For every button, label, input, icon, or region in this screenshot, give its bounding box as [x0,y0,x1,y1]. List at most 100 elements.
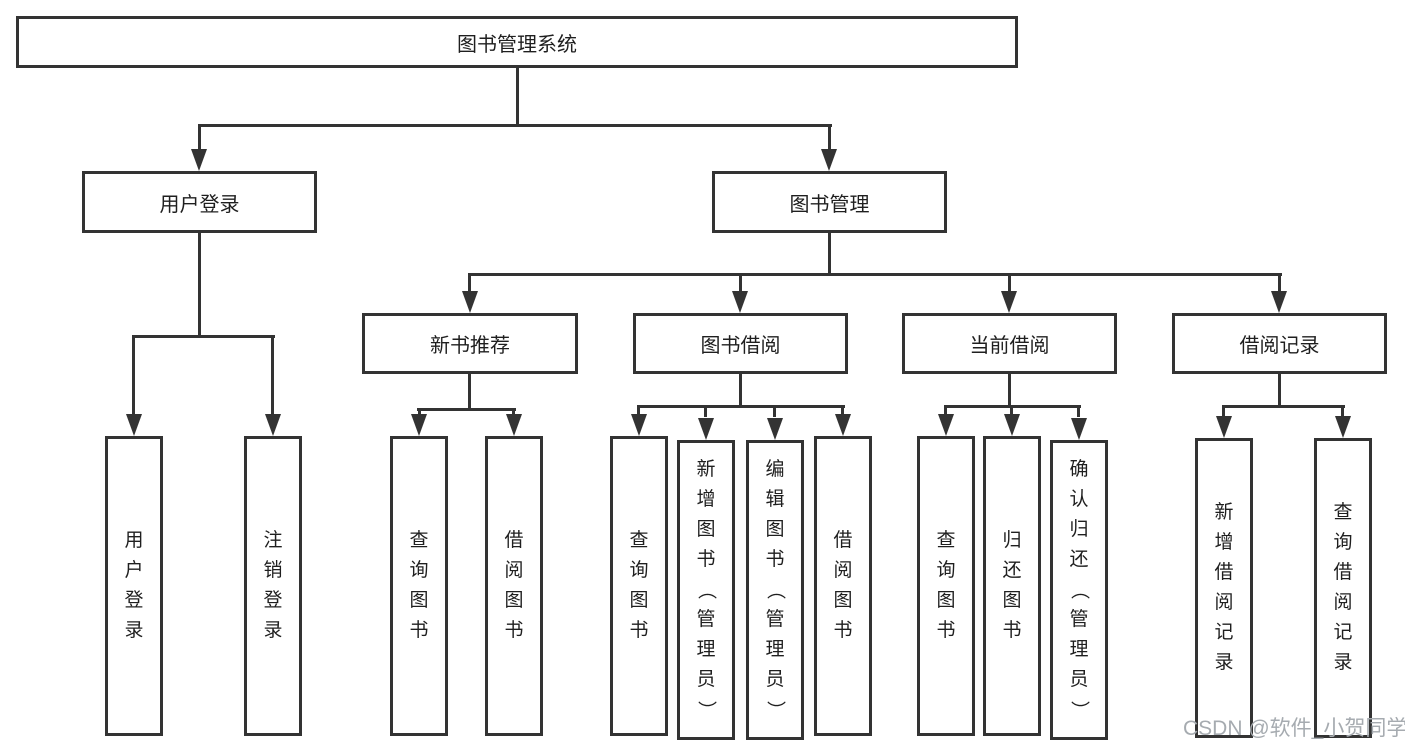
arrow-down-icon [835,414,851,436]
label-char: 还 [1069,549,1089,570]
label-char: 录 [1333,652,1353,673]
label-char: 确 [1069,459,1089,480]
leaf-confirm-return-admin: 确认归还（管理员） [1050,440,1108,740]
arrow-down-icon [411,414,427,436]
label-char: 图 [765,519,785,540]
label-char: 理 [1069,639,1089,660]
arrow-down-icon [1335,416,1351,438]
label-char: 图 [409,590,429,611]
arrow-down-icon [732,291,748,313]
label-char: 辑 [765,489,785,510]
node-label: 查询图书 [936,526,955,646]
label-char: 员 [765,669,785,690]
label-char: 用 [124,530,144,551]
label-char: 书 [696,549,716,570]
label-char: 管 [1069,609,1089,630]
label-char: 理 [696,639,716,660]
label-char: 书 [629,620,649,641]
label-char: （ [695,580,717,600]
label-char: 书 [833,620,853,641]
label-char: 登 [263,590,283,611]
label-char: 注 [263,530,283,551]
connector-line [132,335,275,338]
label-char: 管 [765,609,785,630]
connector-line [739,374,742,405]
node-label: 查询借阅记录 [1333,498,1352,678]
connector-line [512,411,515,416]
node-label: 新书推荐 [430,335,510,357]
label-char: 记 [1333,622,1353,643]
label-char: 图 [696,519,716,540]
label-char: 借 [1214,562,1234,583]
label-char: 询 [1333,532,1353,553]
connector-line [704,408,707,417]
arrow-down-icon [821,149,837,171]
connector-line [1077,408,1080,417]
arrow-down-icon [1216,416,1232,438]
label-char: 借 [1333,562,1353,583]
node-label: 图书管理系统 [457,33,577,56]
label-char: 员 [696,669,716,690]
connector-line [1010,408,1013,415]
label-char: 户 [124,560,144,581]
label-char: 录 [1214,652,1234,673]
connector-line [828,127,831,150]
label-char: 归 [1002,530,1022,551]
leaf-borrow-query-books: 查询图书 [610,436,668,736]
leaf-borrow-books: 借阅图书 [814,436,872,736]
label-char: 书 [765,549,785,570]
connector-line [841,408,844,415]
connector-line [1222,405,1345,408]
node-current-borrow: 当前借阅 [902,313,1117,374]
leaf-current-query-books: 查询图书 [917,436,975,736]
watermark: CSDN @软件_小贺同学 [1183,717,1405,740]
label-char: 借 [833,530,853,551]
label-char: 增 [1214,532,1234,553]
connector-line [773,408,776,417]
node-label: 图书管理 [789,193,870,216]
connector-line [198,127,201,150]
connector-line [1278,276,1281,292]
node-new-book-recommend: 新书推荐 [362,313,578,374]
label-char: 查 [1333,502,1353,523]
label-char: 查 [936,530,956,551]
connector-line [271,338,274,415]
label-char: 阅 [504,560,524,581]
label-char: 图 [629,590,649,611]
connector-line [1008,276,1011,292]
connector-line [132,338,135,415]
arrow-down-icon [1271,291,1287,313]
label-char: 查 [629,530,649,551]
label-char: 理 [765,639,785,660]
node-label: 注销登录 [263,526,282,646]
leaf-add-borrow-record: 新增借阅记录 [1195,438,1253,738]
node-book-borrow: 图书借阅 [633,313,848,374]
label-char: 图 [833,590,853,611]
connector-line [637,405,845,408]
node-label: 新增借阅记录 [1214,498,1233,678]
connector-line [468,273,1282,276]
label-char: 登 [124,590,144,611]
label-char: 询 [936,560,956,581]
label-char: 新 [1214,502,1234,523]
label-char: 图 [1002,590,1022,611]
leaf-edit-books-admin: 编辑图书（管理员） [746,440,804,740]
connector-line [418,411,421,416]
node-label: 用户登录 [159,193,240,216]
node-label: 用户登录 [124,526,143,646]
label-char: 借 [504,530,524,551]
label-char: 认 [1069,489,1089,510]
label-char: 增 [696,489,716,510]
arrow-down-icon [126,414,142,436]
label-char: 阅 [833,560,853,581]
node-label: 确认归还（管理员） [1069,455,1090,725]
node-label: 借阅记录 [1239,335,1320,357]
label-char: 归 [1069,519,1089,540]
label-char: ） [1068,700,1090,720]
label-char: （ [764,580,786,600]
node-label: 当前借阅 [969,335,1050,357]
node-label: 新增图书（管理员） [696,455,717,725]
label-char: 书 [1002,620,1022,641]
arrow-down-icon [631,414,647,436]
